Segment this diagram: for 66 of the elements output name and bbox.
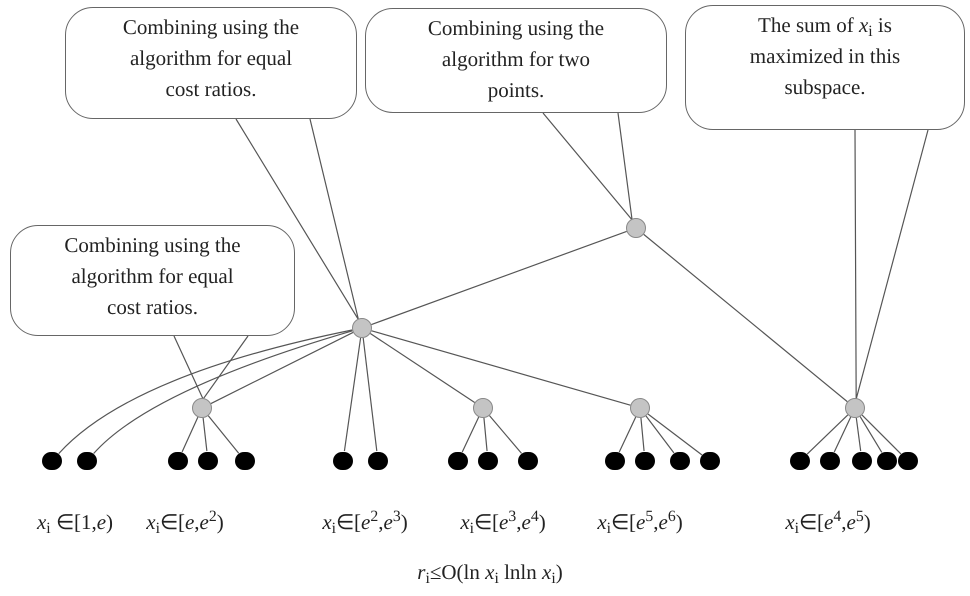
tree-edge (834, 416, 852, 452)
tree-edge (643, 234, 848, 402)
leaf-node (168, 452, 188, 470)
math-label: x$_{i}$∈[e$^{2}$,e$^{3}$) (322, 509, 408, 535)
tree-edge (856, 418, 862, 452)
tree-edge (371, 230, 627, 326)
tree-edge (862, 414, 902, 454)
leaf-node (670, 452, 690, 470)
callout-pointer (173, 335, 249, 400)
leaf-node (898, 452, 918, 470)
callout-text: The sum of x$_{i}$ is maximized in this subspace. (748, 12, 902, 101)
tree-edge (202, 418, 208, 452)
tree-edge (860, 416, 882, 453)
tree-edge (806, 414, 848, 454)
leaf-node (333, 452, 353, 470)
callout-pointer (235, 118, 360, 320)
tree-edge (483, 418, 488, 452)
tree-edge (646, 416, 674, 454)
leaf-node (42, 452, 62, 470)
leaf-node (368, 452, 388, 470)
math-label: x$_{i}$ ∈[1,e) (36, 509, 114, 535)
math-label: x$_{i}$∈[e,e$^{2}$) (146, 509, 224, 535)
leaf-node (448, 452, 468, 470)
tree-edge (489, 415, 522, 454)
internal-node (845, 398, 865, 418)
leaf-node (235, 452, 255, 470)
leaf-node (478, 452, 498, 470)
leaf-node (77, 452, 97, 470)
speech-bubble (10, 225, 295, 336)
tree-edge (208, 415, 240, 454)
tree-edge (371, 330, 631, 406)
internal-node (192, 398, 212, 418)
callout-pointer (542, 112, 633, 220)
tree-edge (370, 333, 475, 403)
leaf-node (820, 452, 840, 470)
tree-edge (640, 418, 645, 452)
tree-edge (210, 332, 354, 404)
leaf-node (605, 452, 625, 470)
leaf-node (877, 452, 897, 470)
callout-text: Combining using the algorithm for equal cost ratios. (63, 232, 242, 321)
math-label: x$_{i}$∈[e$^{3}$,e$^{4}$) (460, 509, 546, 535)
tree-edge (648, 414, 702, 456)
internal-node (630, 398, 650, 418)
internal-node (352, 318, 372, 338)
speech-bubble (685, 5, 965, 130)
tree-edge (344, 338, 362, 452)
tree-edge (182, 416, 198, 452)
leaf-node (852, 452, 872, 470)
leaf-node (635, 452, 655, 470)
tree-edge (618, 416, 636, 452)
callout-text: Combining using the algorithm for equal cost ratios. (122, 14, 300, 103)
leaf-node (790, 452, 810, 470)
callout-text: Combining using the algorithm for two points. (426, 15, 606, 104)
speech-bubble (365, 8, 667, 113)
math-label: r$_{i}$≤O(ln x$_{i}$ lnln x$_{i}$) (417, 559, 563, 585)
speech-bubble (65, 7, 357, 119)
leaf-node (198, 452, 218, 470)
internal-node (626, 218, 646, 238)
internal-node (473, 398, 493, 418)
leaf-node (518, 452, 538, 470)
math-label: x$_{i}$∈[e$^{4}$,e$^{5}$) (785, 509, 871, 535)
math-label: x$_{i}$∈[e$^{5}$,e$^{6}$) (597, 509, 683, 535)
leaf-node (700, 452, 720, 470)
tree-edge (362, 338, 378, 452)
tree-edge (462, 416, 480, 452)
callout-pointer (854, 129, 929, 400)
